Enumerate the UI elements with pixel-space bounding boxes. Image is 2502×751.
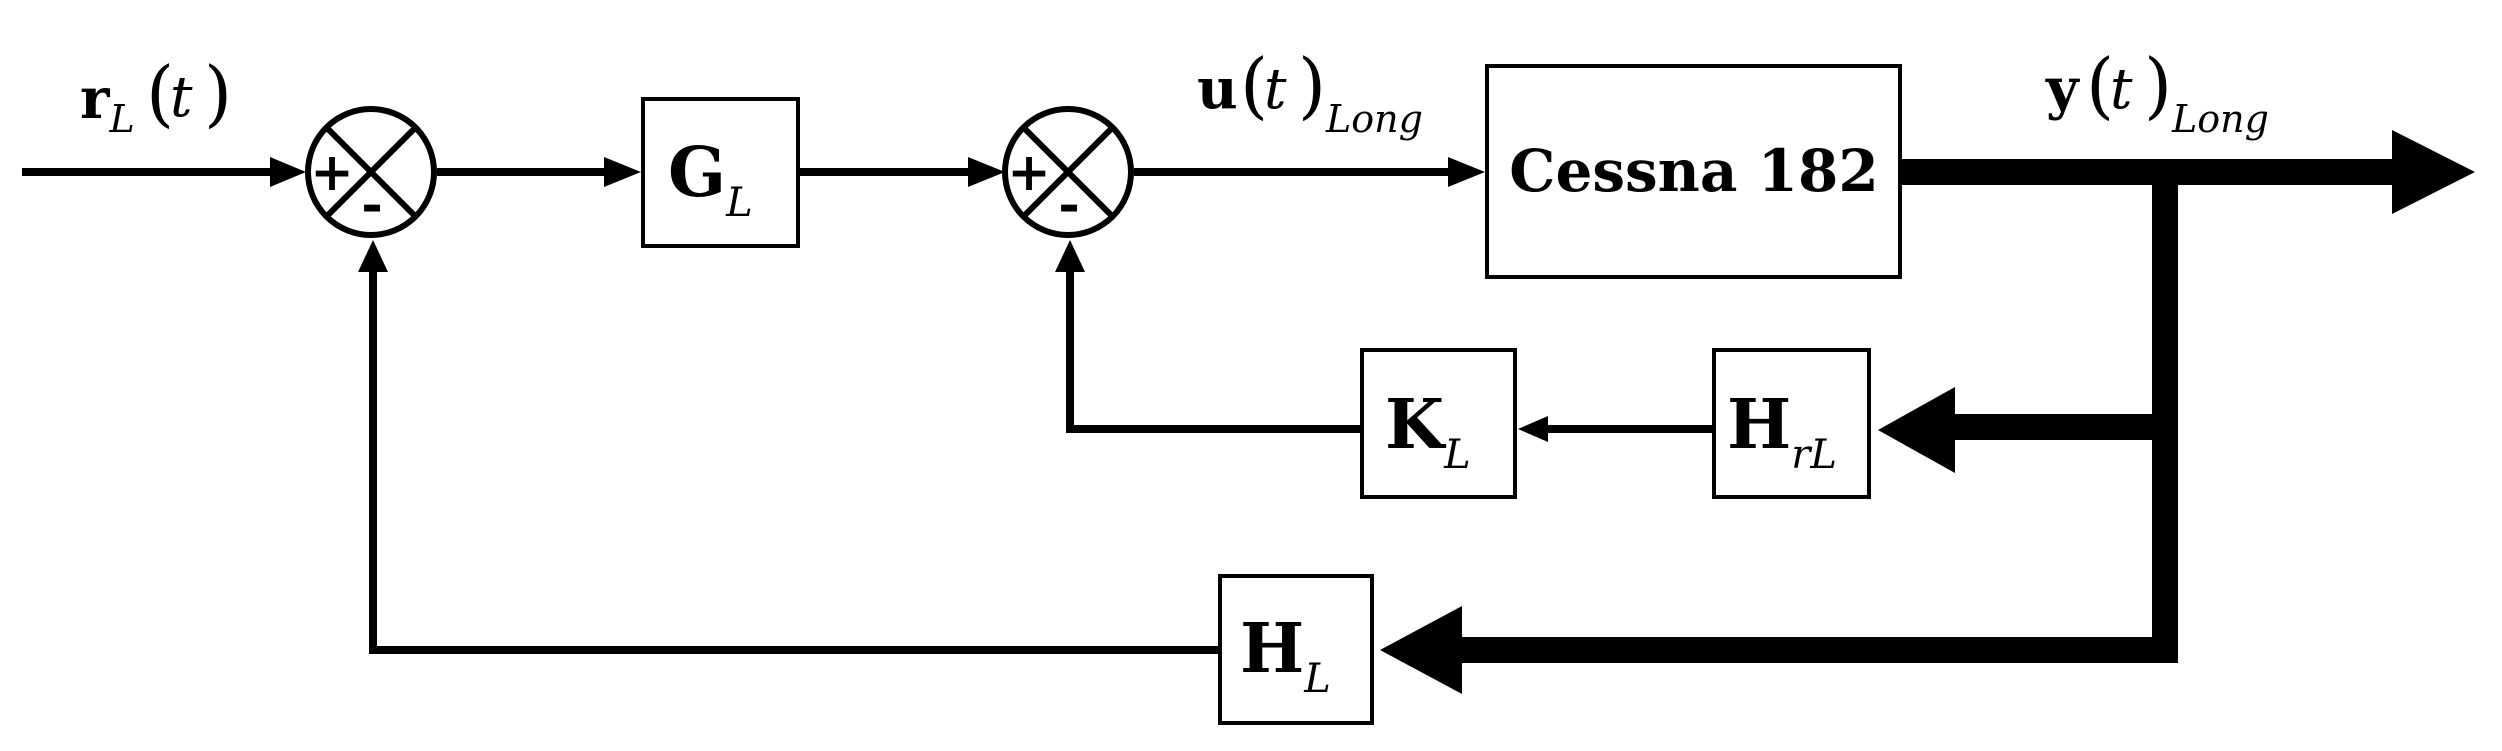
output-arg: t xyxy=(2110,57,2133,122)
input-main: r xyxy=(80,66,111,132)
outer-sensor-sub: L xyxy=(1303,656,1331,702)
arrow-output xyxy=(2392,130,2475,214)
outer-summer-minus: - xyxy=(361,174,383,235)
input-paren-open: ( xyxy=(146,51,174,135)
inner-sensor-sub: rL xyxy=(1791,432,1837,478)
kl-feedback-line xyxy=(1066,270,1362,433)
control-main: u xyxy=(1197,56,1238,122)
signal-lines xyxy=(22,159,2400,663)
svg-text:rL: rL xyxy=(80,66,135,141)
input-signal-label: rL ( t ) xyxy=(80,51,232,141)
inner-gain-block: KL xyxy=(1360,348,1517,499)
control-arg: t xyxy=(1264,57,1287,122)
arrow-up-inner-summer xyxy=(1055,240,1085,272)
outer-summer-plus: + xyxy=(310,142,354,203)
input-arg: t xyxy=(170,65,193,130)
inner-gain-main: K xyxy=(1385,385,1447,465)
arrow-into-hl xyxy=(1380,606,1462,694)
gain-block: GL xyxy=(641,97,800,248)
inner-summer-plus: + xyxy=(1007,142,1051,203)
output-sub: Long xyxy=(2171,97,2269,141)
plant-block: Cessna 182 xyxy=(1485,64,1902,279)
arrowheads xyxy=(270,130,2475,694)
gain-main: G xyxy=(668,133,726,213)
svg-text:HL: HL xyxy=(1240,609,1331,702)
plant-label: Cessna 182 xyxy=(1509,137,1878,205)
inner-summer-minus: - xyxy=(1058,174,1080,235)
input-sub: L xyxy=(109,97,135,141)
output-main: y xyxy=(2045,56,2080,122)
arrow-into-plant xyxy=(1448,157,1485,187)
control-signal-label: u ( t ) Long xyxy=(1197,43,1423,141)
outer-sensor-block: HL xyxy=(1218,574,1374,725)
output-signal-label: y ( t ) Long xyxy=(2045,43,2269,141)
gain-sub: L xyxy=(725,180,753,226)
inner-summer: + - xyxy=(1002,106,1134,238)
inner-sensor-main: H xyxy=(1727,385,1791,465)
control-paren-close: ) xyxy=(1298,43,1326,127)
outer-sensor-main: H xyxy=(1240,609,1304,689)
arrow-up-outer-summer xyxy=(358,240,388,272)
arrow-into-inner-summer xyxy=(968,157,1005,187)
arrow-into-hrl xyxy=(1878,387,1955,473)
outer-summer: + - xyxy=(305,106,437,238)
arrow-into-gain xyxy=(604,157,641,187)
hl-feedback-line xyxy=(369,270,1220,654)
arrow-into-outer-summer xyxy=(270,157,306,187)
output-paren-close: ) xyxy=(2144,43,2172,127)
output-paren-open: ( xyxy=(2086,43,2114,127)
control-paren-open: ( xyxy=(1240,43,1268,127)
svg-text:GL: GL xyxy=(668,133,753,226)
inner-gain-sub: L xyxy=(1443,432,1471,478)
inner-sensor-block: HrL xyxy=(1712,348,1871,499)
svg-text:KL: KL xyxy=(1385,385,1471,478)
control-sub: Long xyxy=(1325,97,1423,141)
svg-text:HrL: HrL xyxy=(1727,385,1837,478)
arrow-into-kl xyxy=(1518,416,1548,442)
input-paren-close: ) xyxy=(204,51,232,135)
